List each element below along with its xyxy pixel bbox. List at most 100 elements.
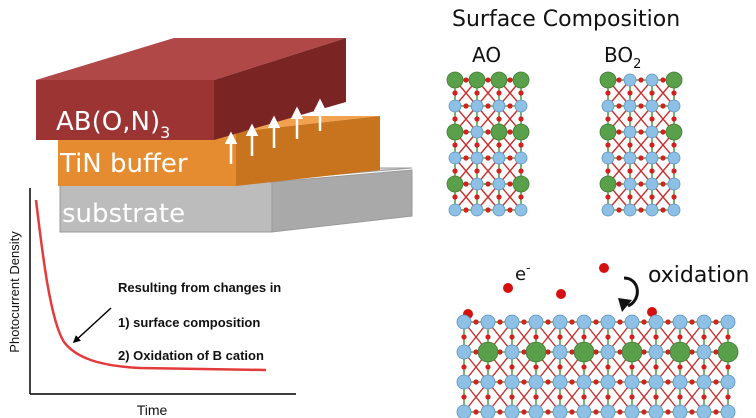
a-cation-atom: [446, 123, 464, 141]
oxygen-atom: [627, 116, 633, 122]
b-cation-atom: [667, 151, 681, 165]
b-cation-atom: [648, 314, 664, 330]
b-cation-atom: [480, 374, 496, 390]
oxygen-atom: [638, 77, 644, 83]
b-cation-atom: [623, 73, 637, 87]
oxygen-atom: [689, 409, 695, 415]
oxygen-atom: [452, 116, 458, 122]
b-cation-atom: [492, 177, 506, 191]
b-cation-atom: [623, 177, 637, 191]
oxygen-atom: [641, 409, 647, 415]
a-cation-atom: [665, 123, 683, 141]
ao-label: AO: [472, 43, 501, 67]
reason-b-cation-oxidation: 2) Oxidation of B cation: [118, 348, 264, 363]
b-cation-atom: [696, 314, 712, 330]
oxygen-atom: [485, 129, 491, 135]
oxygen-atom: [452, 168, 458, 174]
oxygen-atom: [521, 319, 527, 325]
b-cation-atom: [645, 151, 659, 165]
oxygen-atom: [605, 394, 611, 400]
a-cation-atom: [621, 341, 643, 363]
oxygen-atom: [518, 90, 524, 96]
curved-arrow-head: [618, 298, 632, 312]
film-label: AB(O,N)3: [56, 107, 170, 142]
photocurrent-graph: Photocurrent Density Time Resulting from…: [7, 188, 296, 418]
oxygen-atom: [665, 409, 671, 415]
oxygen-atom: [638, 207, 644, 213]
a-cation-atom: [512, 123, 530, 141]
a-cation-atom: [599, 123, 617, 141]
oxygen-atom: [605, 364, 611, 370]
oxygen-atom: [665, 319, 671, 325]
b-cation-atom: [470, 203, 484, 217]
oxygen-atom: [509, 334, 515, 340]
b-cation-atom: [601, 203, 615, 217]
photocurrent-curve: [34, 199, 267, 372]
b-cation-atom: [623, 125, 637, 139]
oxygen-atom: [605, 334, 611, 340]
oxygen-atom: [463, 207, 469, 213]
a-cation-atom: [446, 71, 464, 89]
oxygen-atom: [627, 194, 633, 200]
annotation-heading: Resulting from changes in: [118, 280, 281, 295]
oxygen-atom: [660, 103, 666, 109]
oxygen-atom: [629, 334, 635, 340]
oxygen-atom: [485, 394, 491, 400]
oxygen-atom: [701, 394, 707, 400]
oxygen-atom: [496, 168, 502, 174]
oxygen-atom: [725, 334, 731, 340]
b-cation-atom: [623, 99, 637, 113]
oxygen-atom: [689, 319, 695, 325]
b-cation-atom: [623, 151, 637, 165]
oxygen-atom: [713, 379, 719, 385]
a-cation-atom: [468, 71, 486, 89]
film-layer: AB(O,N)3: [36, 38, 346, 164]
oxygen-atom: [507, 77, 513, 83]
b-cation-atom: [696, 404, 712, 418]
oxygen-atom: [507, 155, 513, 161]
b-cation-atom: [624, 374, 640, 390]
oxygen-atom: [677, 334, 683, 340]
oxygen-atom: [649, 142, 655, 148]
oxygen-atom: [518, 168, 524, 174]
oxygen-atom: [452, 90, 458, 96]
oxygen-atom: [627, 90, 633, 96]
oxygen-atom: [463, 103, 469, 109]
film-stack: substrate TiN buffer AB(O,N)3: [36, 38, 413, 233]
oxygen-atom: [569, 349, 575, 355]
oxygen-atom: [473, 409, 479, 415]
oxygen-atom: [660, 181, 666, 187]
oxygen-atom: [653, 394, 659, 400]
oxygen-atom: [545, 349, 551, 355]
oxidation-panel: e- oxidation: [456, 261, 750, 418]
oxygen-atom: [677, 394, 683, 400]
oxygen-atom: [671, 116, 677, 122]
oxygen-atom: [649, 194, 655, 200]
b-cation-atom: [720, 404, 736, 418]
oxygen-atom: [641, 349, 647, 355]
ao-terminated-lattice: [446, 71, 530, 217]
a-cation-atom: [525, 341, 547, 363]
oxygen-atom: [485, 77, 491, 83]
oxygen-atom: [463, 77, 469, 83]
oxygen-atom: [649, 168, 655, 174]
oxygen-atom: [496, 194, 502, 200]
a-cation-atom: [512, 71, 530, 89]
oxygen-atom: [713, 319, 719, 325]
oxygen-atom: [581, 394, 587, 400]
b-cation-atom: [648, 344, 664, 360]
oxygen-atom: [647, 307, 657, 317]
polarization-arrows: [224, 98, 327, 164]
b-cation-atom: [648, 404, 664, 418]
oxygen-atom: [474, 90, 480, 96]
oxygen-atom: [653, 334, 659, 340]
b-cation-atom: [576, 314, 592, 330]
oxygen-atom: [507, 103, 513, 109]
oxygen-atom: [629, 364, 635, 370]
b-cation-atom: [492, 203, 506, 217]
oxygen-atom: [689, 379, 695, 385]
oxygen-atom: [713, 349, 719, 355]
oxygen-atom: [545, 409, 551, 415]
oxygen-atom: [725, 394, 731, 400]
b-cation-atom: [552, 374, 568, 390]
